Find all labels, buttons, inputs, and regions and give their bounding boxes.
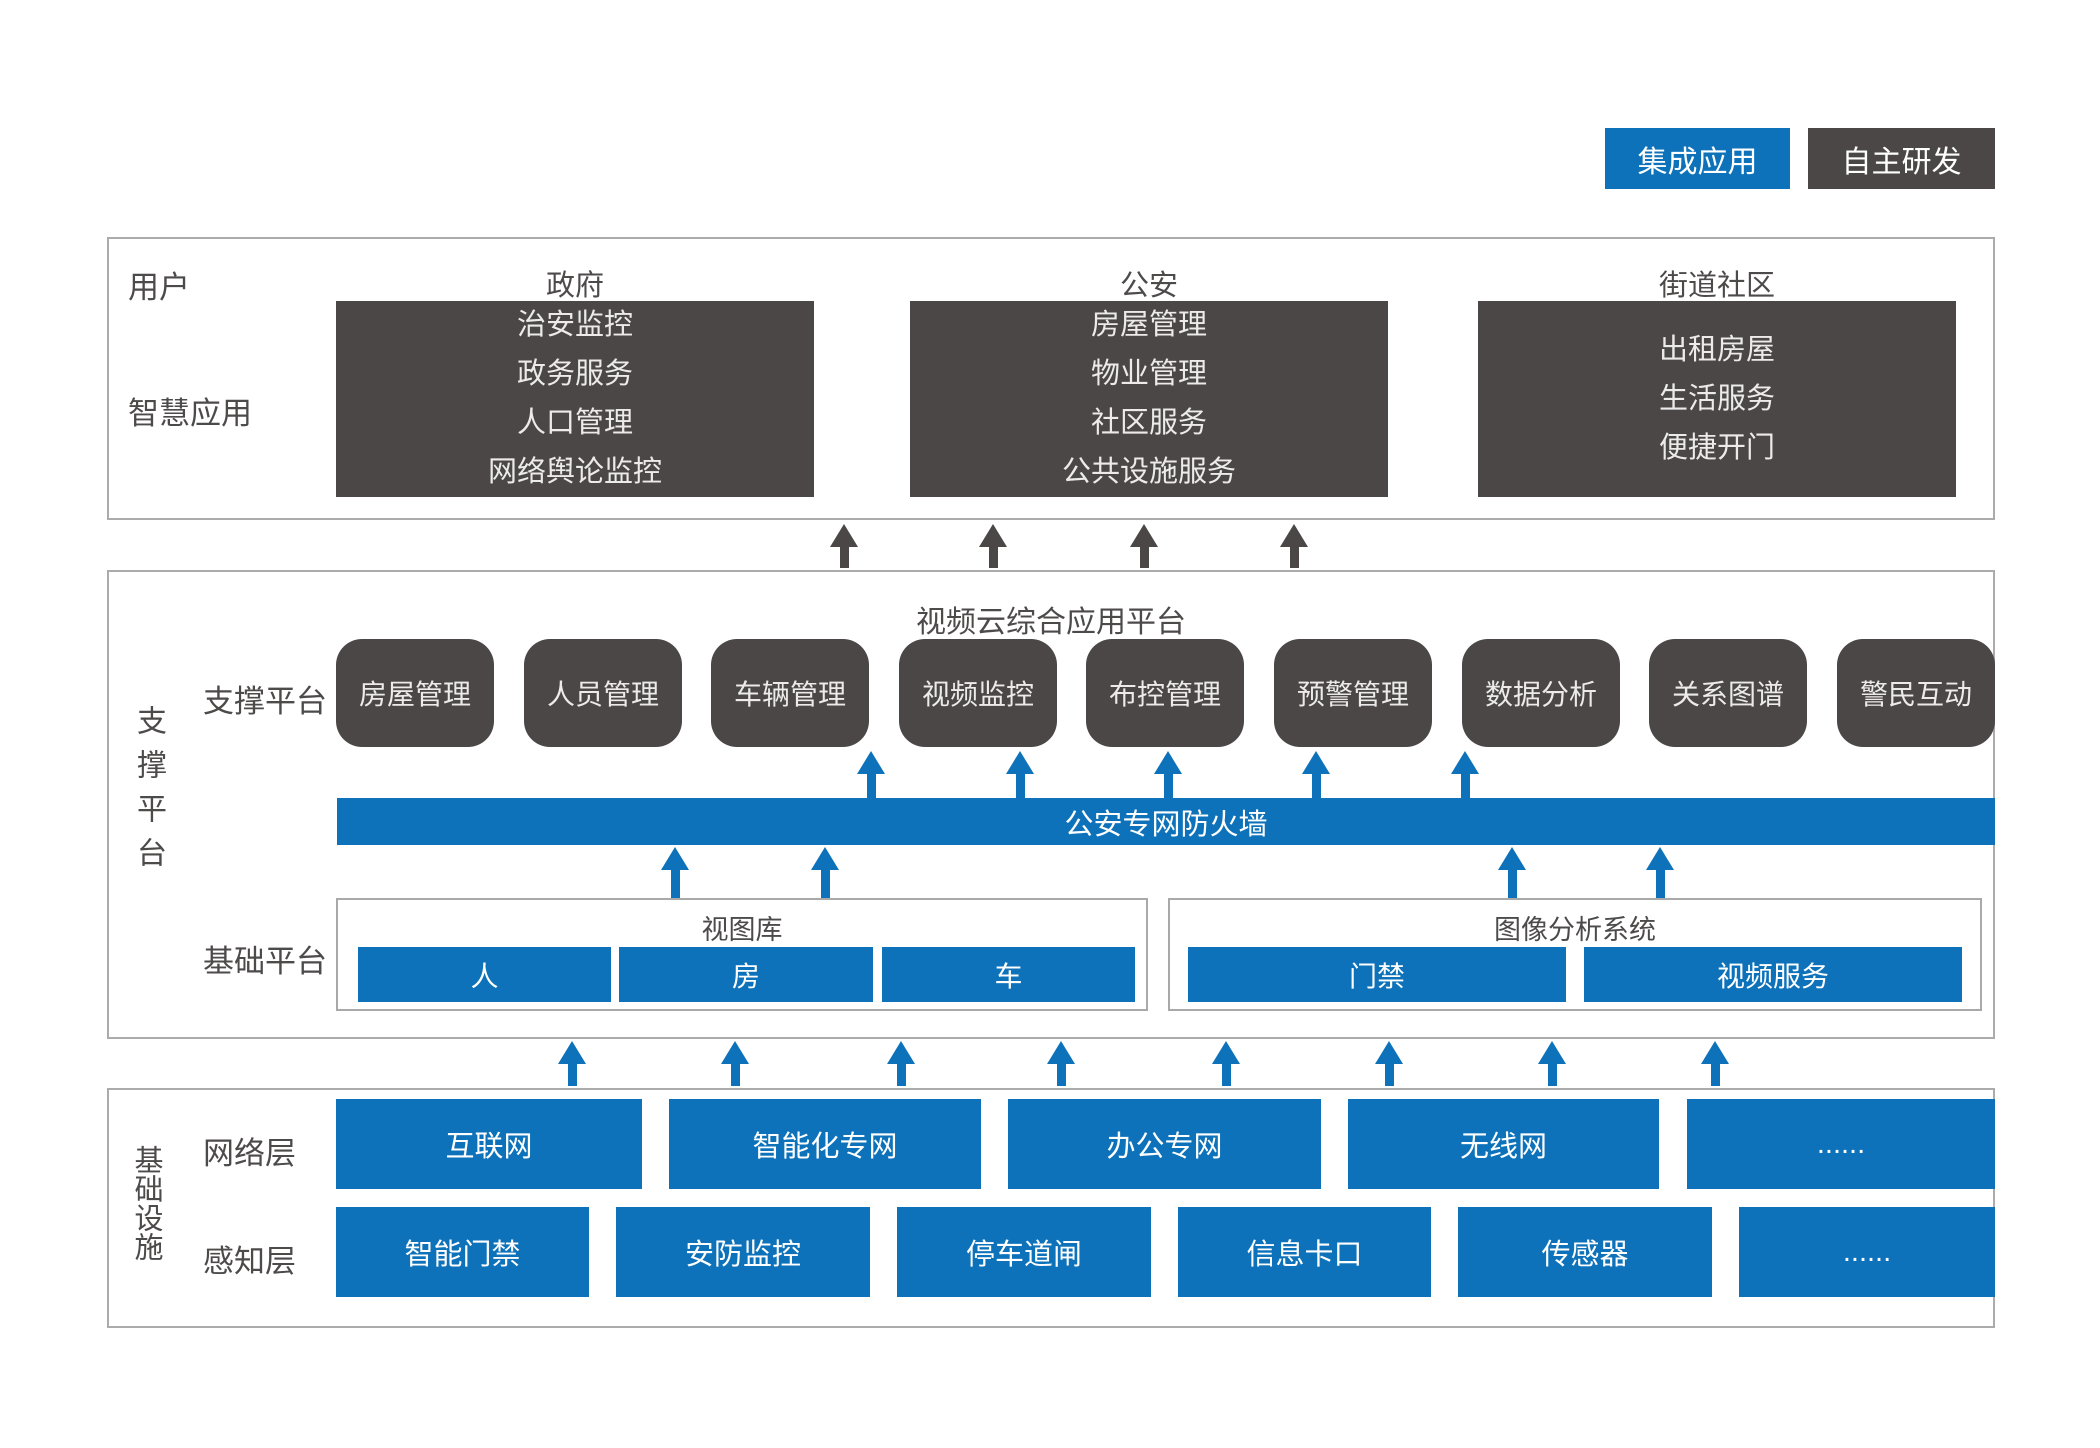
network-layer-label: 网络层: [203, 1136, 296, 1171]
app-item: 生活服务: [1658, 382, 1775, 415]
sense-info-bayonet: 信息卡口: [1178, 1207, 1431, 1297]
up-arrow-icon: [830, 524, 858, 568]
platform-side-label: 支撑平台: [132, 705, 165, 881]
up-arrow-icon: [887, 1041, 915, 1086]
column-header-community: 街道社区: [1658, 270, 1775, 302]
module-warning-mgmt: 预警管理: [1274, 639, 1432, 747]
sense-more: ......: [1739, 1207, 1995, 1297]
up-arrow-icon: [857, 751, 885, 798]
up-arrow-icon: [979, 524, 1007, 568]
up-arrow-icon: [1280, 524, 1308, 568]
up-arrow-icon: [1154, 751, 1182, 798]
app-item: 房屋管理: [1090, 309, 1207, 341]
base-platform-label: 基础平台: [203, 944, 327, 979]
up-arrow-icon: [1701, 1041, 1729, 1086]
module-police-citizen: 警民互动: [1837, 639, 1995, 747]
sense-parking-gate: 停车道闸: [897, 1207, 1151, 1297]
view-library-title: 视图库: [701, 915, 783, 945]
app-item: 出租房屋: [1658, 333, 1775, 366]
up-arrow-icon: [1538, 1041, 1566, 1086]
network-office: 办公专网: [1008, 1099, 1321, 1189]
sense-security-cam: 安防监控: [616, 1207, 870, 1297]
cell-access-control: 门禁: [1188, 947, 1566, 1002]
image-analysis-title: 图像分析系统: [1494, 915, 1656, 945]
up-arrow-icon: [1212, 1041, 1240, 1086]
network-more: ......: [1687, 1099, 1995, 1189]
up-arrow-icon: [558, 1041, 586, 1086]
legend-integrated-app: 集成应用: [1605, 128, 1790, 189]
sense-smart-access: 智能门禁: [336, 1207, 589, 1297]
column-header-government: 政府: [545, 270, 604, 302]
app-item: 物业管理: [1090, 358, 1207, 390]
sense-sensor: 传感器: [1458, 1207, 1712, 1297]
app-item: 公共设施服务: [1061, 456, 1236, 488]
network-intelligent: 智能化专网: [669, 1099, 981, 1189]
up-arrow-icon: [1302, 751, 1330, 798]
network-wireless: 无线网: [1348, 1099, 1659, 1189]
perception-layer-label: 感知层: [203, 1244, 296, 1279]
cell-house: 房: [619, 947, 873, 1002]
app-item: 人口管理: [516, 407, 633, 439]
module-control-mgmt: 布控管理: [1086, 639, 1244, 747]
up-arrow-icon: [1006, 751, 1034, 798]
app-item: 便捷开门: [1658, 431, 1775, 464]
app-box-community: 出租房屋 生活服务 便捷开门: [1478, 301, 1956, 497]
module-person-mgmt: 人员管理: [524, 639, 682, 747]
up-arrow-icon: [1375, 1041, 1403, 1086]
app-item: 治安监控: [516, 309, 633, 341]
up-arrow-icon: [1646, 847, 1674, 898]
legend-self-developed: 自主研发: [1808, 128, 1995, 189]
up-arrow-icon: [1498, 847, 1526, 898]
up-arrow-icon: [1451, 751, 1479, 798]
support-platform-label: 支撑平台: [203, 684, 327, 719]
smart-apps-label: 智慧应用: [128, 396, 252, 431]
module-data-analysis: 数据分析: [1462, 639, 1620, 747]
module-house-mgmt: 房屋管理: [336, 639, 494, 747]
firewall-bar: 公安专网防火墙: [337, 798, 1995, 845]
app-item: 政务服务: [516, 358, 633, 390]
app-box-police: 房屋管理 物业管理 社区服务 公共设施服务: [910, 301, 1388, 497]
up-arrow-icon: [661, 847, 689, 898]
up-arrow-icon: [811, 847, 839, 898]
cell-person: 人: [358, 947, 611, 1002]
app-item: 网络舆论监控: [487, 456, 662, 488]
module-video-monitor: 视频监控: [899, 639, 1057, 747]
module-vehicle-mgmt: 车辆管理: [711, 639, 869, 747]
cell-vehicle: 车: [882, 947, 1135, 1002]
infrastructure-side-label: 基础设施: [130, 1145, 162, 1261]
network-internet: 互联网: [336, 1099, 642, 1189]
column-header-police: 公安: [1119, 270, 1178, 302]
user-label: 用户: [128, 270, 190, 305]
up-arrow-icon: [1047, 1041, 1075, 1086]
module-relation-graph: 关系图谱: [1649, 639, 1807, 747]
up-arrow-icon: [1130, 524, 1158, 568]
app-box-government: 治安监控 政务服务 人口管理 网络舆论监控: [336, 301, 814, 497]
app-item: 社区服务: [1090, 407, 1207, 439]
platform-title: 视频云综合应用平台: [916, 606, 1186, 639]
up-arrow-icon: [721, 1041, 749, 1086]
cell-video-service: 视频服务: [1584, 947, 1962, 1002]
